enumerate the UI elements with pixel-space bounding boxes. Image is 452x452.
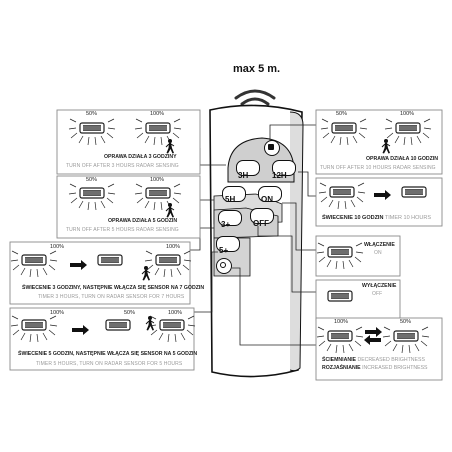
p3plus-pct-b: 100%: [166, 244, 181, 250]
p5h-pct-right: 100%: [150, 177, 165, 183]
button-off[interactable]: [250, 208, 274, 224]
p5plus-pct-a: 100%: [50, 310, 65, 316]
dimmer-icon: [220, 262, 226, 268]
poff-main: WYŁĄCZENIE: [362, 283, 397, 289]
p3plus-main: ŚWIECENIE 3 GODZINY, NASTĘPNIE WŁĄCZA SI…: [22, 285, 205, 291]
pdim-sub1: DECREASED BRIGHTNESS: [357, 357, 425, 363]
button-3h-label: 3H: [238, 171, 249, 180]
p3plus-sub: TIMER 3 HOURS, TURN ON RADAR SENSOR FOR …: [38, 294, 185, 300]
panel-12h-frame: [315, 177, 443, 227]
p12h-sub: TIMER 10 HOURS: [384, 215, 432, 221]
pdim-main2: ROZJAŚNIANIE: [322, 365, 361, 371]
range-title: max 5 m.: [233, 63, 281, 75]
button-on[interactable]: [258, 186, 282, 202]
button-3plus-label: 3+: [221, 220, 231, 229]
panel-5h-frame: [56, 175, 201, 239]
p5plus-pct-b: 50%: [124, 310, 136, 316]
button-5plus[interactable]: [216, 236, 240, 252]
pdim-line1: ŚCIEMNIANIE DECREASED BRIGHTNESS: [322, 357, 425, 363]
p3h-sub: TURN OFF AFTER 3 HOURS RADAR SENSING: [66, 163, 179, 169]
pdim-line2: ROZJAŚNIANIE INCREASED BRIGHTNESS: [322, 365, 428, 371]
pdim-pct-right: 50%: [400, 319, 412, 325]
pon-sub: ON: [374, 250, 382, 256]
light-button[interactable]: [264, 140, 280, 156]
p5plus-main: ŚWIECENIE 5 GODZIN, NASTĘPNIE WŁĄCZA SIĘ…: [18, 351, 198, 357]
panel-10h-frame: [315, 109, 443, 175]
p3h-pct-left: 50%: [86, 111, 98, 117]
panel-dim-frame: [315, 317, 443, 381]
p3h-main: OPRAWA DZIAŁA 3 GODZINY: [104, 154, 177, 160]
p3plus-pct-a: 100%: [50, 244, 65, 250]
p5h-sub: TURN OFF AFTER 5 HOURS RADAR SENSING: [66, 227, 179, 233]
button-off-label: OFF: [253, 219, 269, 228]
pdim-pct-left: 100%: [334, 319, 349, 325]
button-12h-label: 12H: [272, 171, 287, 180]
dimmer-button[interactable]: [216, 258, 232, 274]
panel-3plus-frame: [9, 241, 191, 305]
p5plus-sub: TIMER 5 HOURS, TURN ON RADAR SENSOR FOR …: [36, 361, 183, 367]
pdim-main1: ŚCIEMNIANIE: [322, 357, 357, 363]
poff-sub: OFF: [372, 291, 383, 297]
p10h-pct-right: 100%: [400, 111, 415, 117]
p10h-main: OPRAWA DZIAŁA 10 GODZIN: [366, 156, 438, 162]
button-5h-label: 5H: [225, 195, 236, 204]
pon-main: WŁĄCZENIE: [364, 242, 395, 248]
p12h-text: ŚWIECENIE 10 GODZIN TIMER 10 HOURS: [322, 215, 432, 222]
pdim-sub2: INCREASED BRIGHTNESS: [362, 365, 428, 371]
button-5plus-label: 5+: [219, 246, 229, 255]
button-3h[interactable]: [236, 160, 260, 176]
p12h-main: ŚWIECENIE 10 GODZIN: [322, 215, 384, 221]
button-12h[interactable]: [272, 160, 296, 176]
p5h-pct-left: 50%: [86, 177, 98, 183]
p5plus-pct-c: 100%: [168, 310, 183, 316]
button-3plus[interactable]: [218, 210, 242, 226]
p10h-pct-left: 50%: [336, 111, 348, 117]
button-5h[interactable]: [222, 186, 246, 202]
p10h-sub: TURN OFF AFTER 10 HOURS RADAR SENSING: [320, 165, 436, 171]
p5h-main: OPRAWA DZIAŁA 5 GODZIN: [108, 218, 178, 224]
panel-5plus-frame: [9, 307, 195, 371]
p3h-pct-right: 100%: [150, 111, 165, 117]
lamp-icon: [268, 144, 274, 150]
button-on-label: ON: [261, 195, 273, 204]
